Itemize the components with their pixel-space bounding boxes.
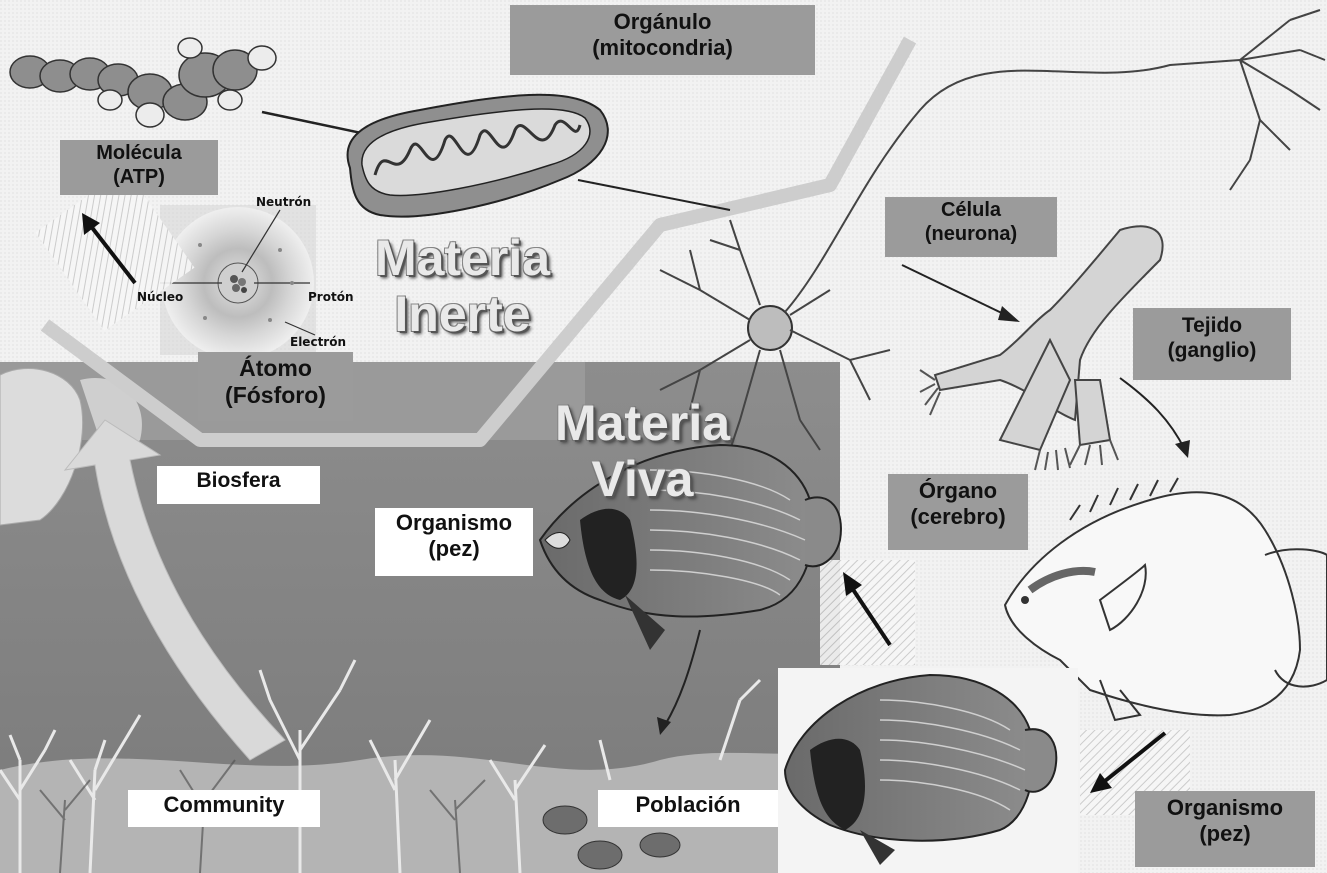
arrow-pad-center [820, 560, 915, 665]
label-organismo-center: Organismo (pez) [375, 508, 533, 576]
atom-label-neutron: Neutrón [256, 195, 311, 209]
atom-label-proton: Protón [308, 290, 353, 304]
atom-label-electron: Electrón [290, 335, 346, 349]
label-biosfera: Biosfera [157, 466, 320, 504]
label-organo: Órgano (cerebro) [888, 474, 1028, 550]
label-organismo-right: Organismo (pez) [1135, 791, 1315, 867]
heading-materia-viva: Materia Viva [535, 395, 750, 507]
label-atomo: Átomo (Fósforo) [198, 352, 353, 421]
label-organulo: Orgánulo (mitocondria) [510, 5, 815, 75]
label-poblacion: Población [598, 790, 778, 827]
label-celula: Célula (neurona) [885, 197, 1057, 257]
label-molecula: Molécula (ATP) [60, 140, 218, 195]
atom-label-nucleus: Núcleo [137, 290, 183, 304]
label-community: Community [128, 790, 320, 827]
fish-bottom-illustration [778, 668, 1078, 873]
label-tejido: Tejido (ganglio) [1133, 308, 1291, 380]
heading-materia-inerte: Materia Inerte [355, 230, 570, 342]
